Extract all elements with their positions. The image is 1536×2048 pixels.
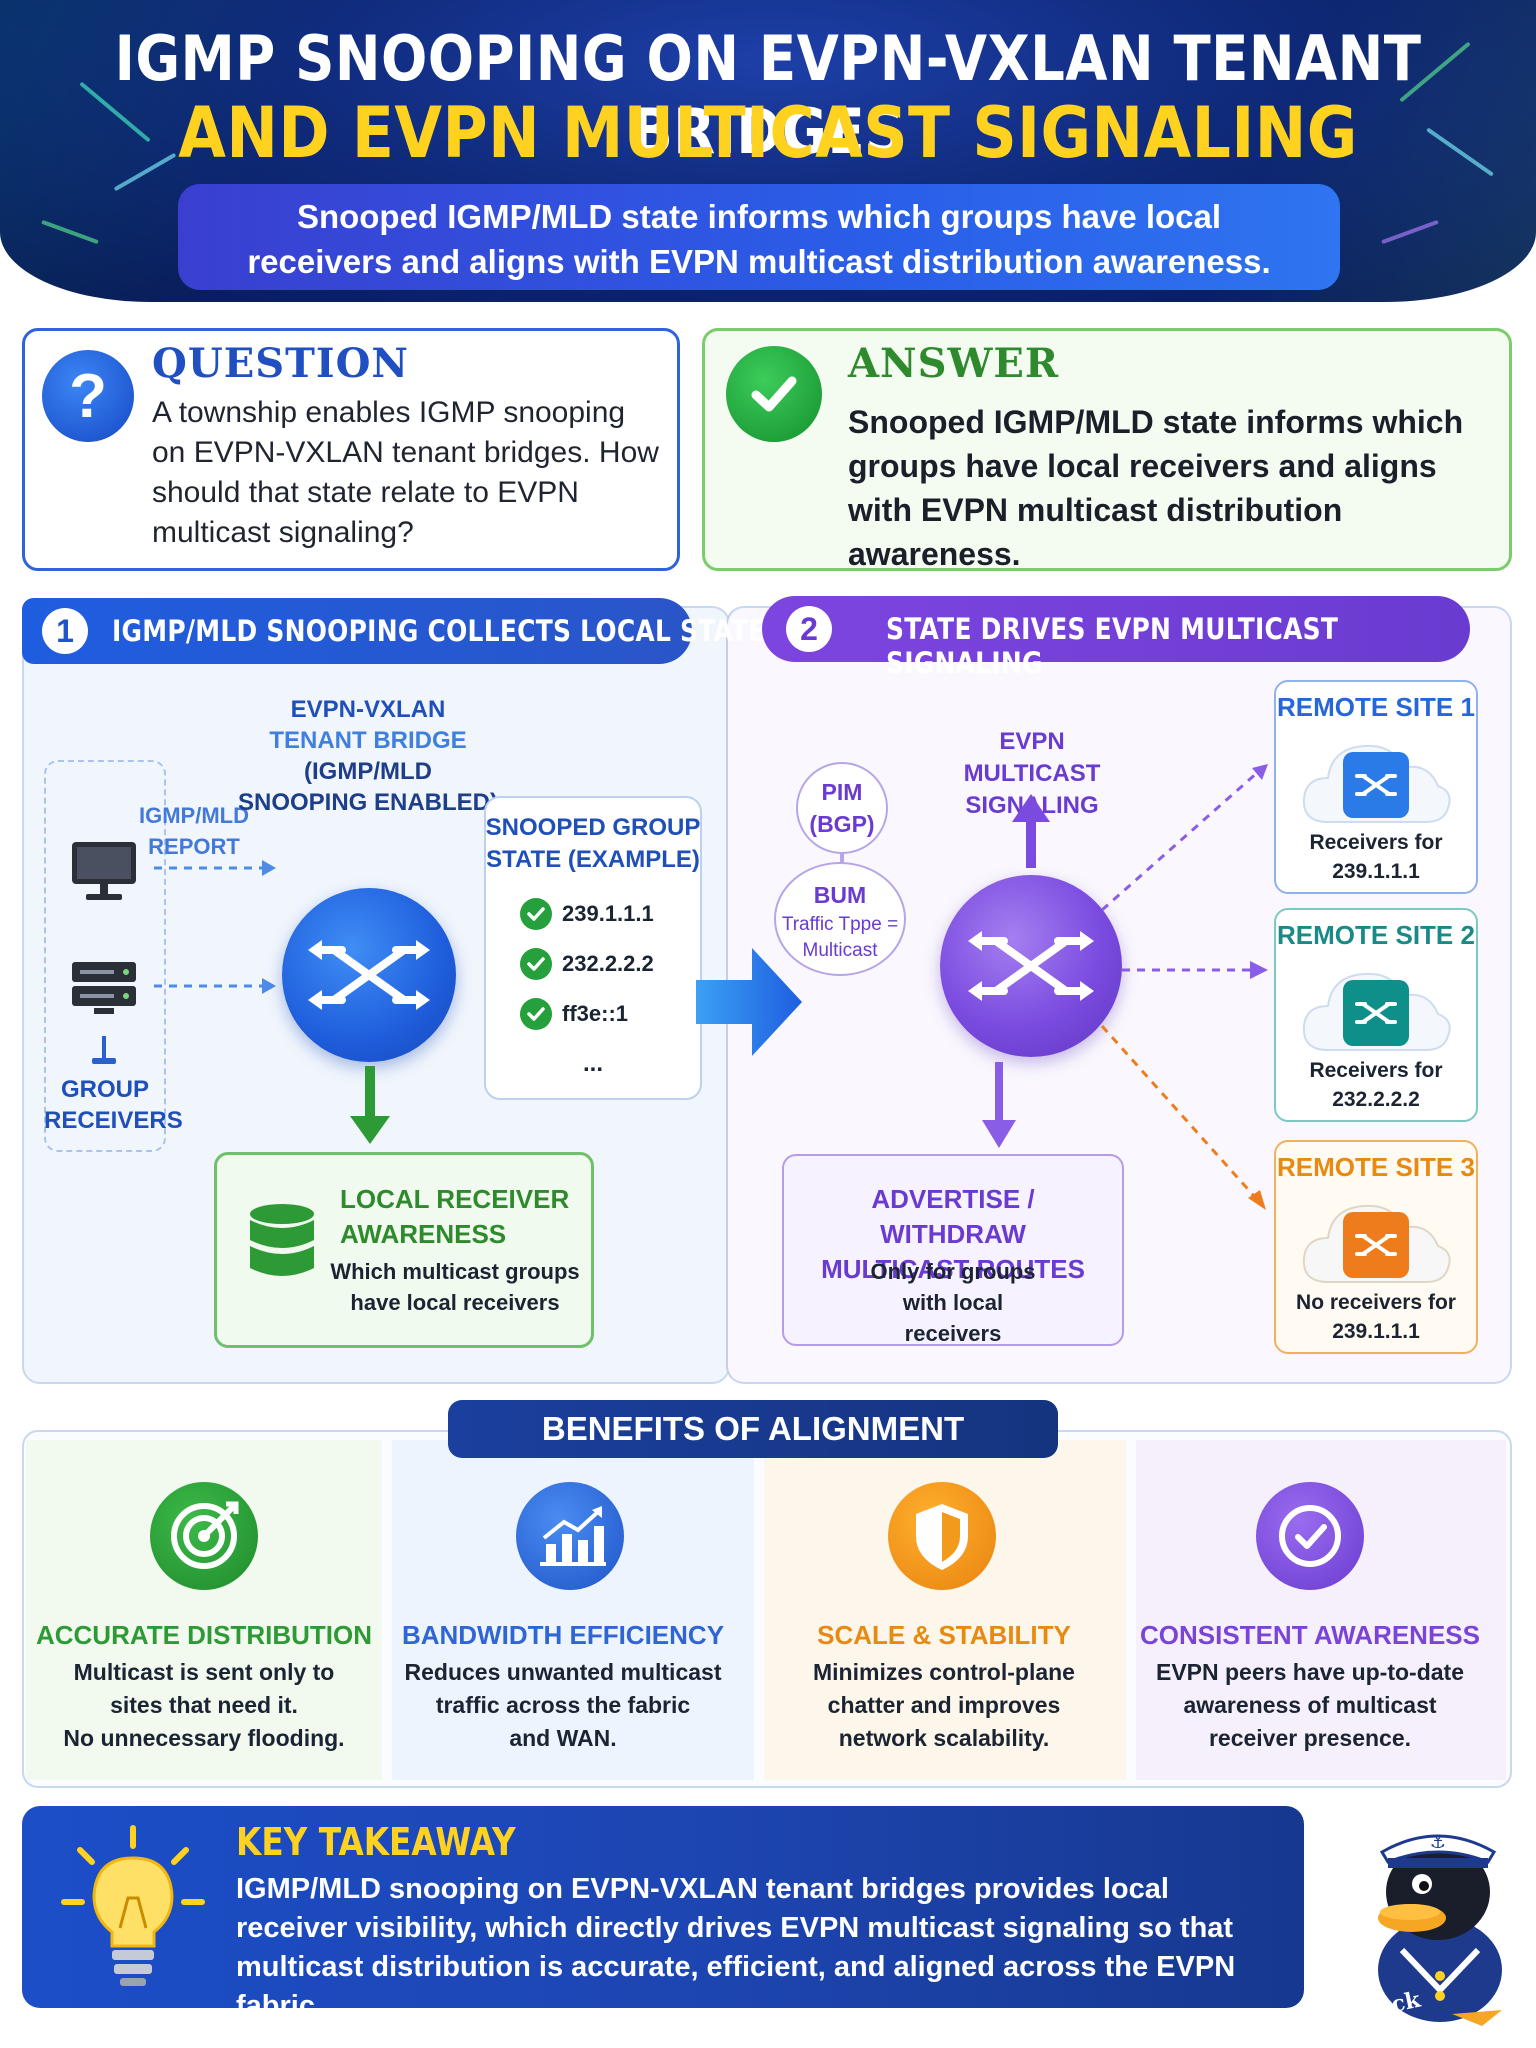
benefits-header [448,1400,1058,1458]
step-1-badge: 1 [42,608,88,654]
bum-label: BUM [813,882,867,908]
title-line-1: IGMP SNOOPING ON EVPN-VXLAN TENANT BRIDG… [114,22,1422,168]
key-takeaway-box [22,1806,1304,2008]
navy-duck-mascot: ⚓ [1378,1832,1502,2026]
group-more-ellipsis: ... [582,1050,603,1077]
site-switch-icon [1343,980,1409,1046]
bum-bubble [774,862,906,976]
evpn-switch-icon [940,875,1122,1057]
panel-2-header [762,596,1470,662]
snooped-group-title: SNOOPED GROUP STATE (EXAMPLE) [485,814,701,873]
group-receivers-label: GROUP RECEIVERS [44,1076,183,1134]
answer-card [702,328,1512,571]
question-card [22,328,680,571]
bum-traffic-type: Traffic Tppe = Multicast [781,914,899,961]
key-takeaway-text: IGMP/MLD snooping on EVPN-VXLAN tenant b… [236,1873,1236,2022]
title-line-2: AND EVPN MULTICAST SIGNALING [178,92,1358,174]
benefits-title: BENEFITS OF ALIGNMENT [541,1410,965,1447]
advertise-withdraw-title: ADVERTISE / WITHDRAW MULTICAST ROUTES [821,1184,1085,1284]
target-icon [150,1482,258,1590]
group-receivers-box [44,760,166,1152]
shield-icon [888,1482,996,1590]
down-arrow-green [350,1066,390,1144]
advertise-withdraw-box [782,1154,1124,1346]
panel-1-header [22,598,692,664]
remote-site-1-title: REMOTE SITE 1 [1277,692,1475,722]
benefit-title: SCALE & STABILITY [817,1620,1071,1650]
report-arrows [154,860,276,994]
answer-text: Snooped IGMP/MLD state informs which gro… [848,404,1464,572]
check-icon [520,898,552,930]
group-address: ff3e::1 [562,1001,629,1026]
tenant-bridge-switch-icon [282,888,456,1062]
benefit-title: CONSISTENT AWARENESS [1140,1620,1480,1650]
benefit-title: BANDWIDTH EFFICIENCY [401,1620,725,1650]
step-2-badge: 2 [786,606,832,652]
key-takeaway-title: KEY TAKEAWAY [236,1820,516,1864]
panel-1-title: IGMP/MLD SNOOPING COLLECTS LOCAL STATE [112,614,766,648]
tenant-bridge-label: EVPN-VXLAN TENANT BRIDGE (IGMP/MLD SNOOP… [237,696,498,816]
group-row: ff3e::1 [520,996,628,1032]
check-icon [520,998,552,1030]
subtitle-box [178,184,1340,290]
bubble-connector [840,852,844,864]
benefit-title: ACCURATE DISTRIBUTION [35,1620,373,1650]
site-arrows [1100,764,1268,1210]
check-circle-icon [726,346,822,442]
panel-2-title: STATE DRIVES EVPN MULTICAST SIGNALING [886,612,1339,680]
subtitle: Snooped IGMP/MLD state informs which gro… [247,198,1271,280]
remote-site-3-title: REMOTE SITE 3 [1277,1152,1475,1182]
pim-label: PIM (BGP) [809,779,875,837]
down-arrow-purple [982,1062,1016,1148]
group-row: 239.1.1.1 [520,896,654,932]
database-icon [250,1204,314,1276]
local-receiver-awareness-box [214,1152,594,1348]
up-arrow-purple [1012,794,1050,868]
receiver-stub-icon [92,1036,116,1064]
local-receiver-desc: Which multicast groups have local receiv… [330,1259,580,1315]
transition-arrow-icon [696,948,802,1056]
site-switch-icon [1343,752,1409,818]
group-address: 239.1.1.1 [562,901,654,926]
igmp-report-label: IGMP/MLD REPORT [139,803,249,859]
check-badge-icon [1256,1482,1364,1590]
server-icon [72,962,136,1014]
svg-text:⚓: ⚓ [1430,1832,1446,1853]
snooped-group-state-box [484,796,702,1100]
answer-label: ANSWER [848,340,1060,387]
question-text: A township enables IGMP snooping on EVPN… [152,396,659,549]
remote-site-2-title: REMOTE SITE 2 [1277,920,1475,950]
advertise-withdraw-desc: Only for groups with local receivers [870,1259,1036,1346]
group-row: 232.2.2.2 [520,946,654,982]
site-switch-icon [1343,1212,1409,1278]
lightbulb-icon [61,1825,205,1986]
question-label: QUESTION [152,340,409,387]
check-icon [520,948,552,980]
question-icon: ? [42,350,134,442]
chart-icon [516,1482,624,1590]
local-receiver-title: LOCAL RECEIVER AWARENESS [340,1184,570,1249]
group-address: 232.2.2.2 [562,951,654,976]
monitor-icon [72,842,136,900]
